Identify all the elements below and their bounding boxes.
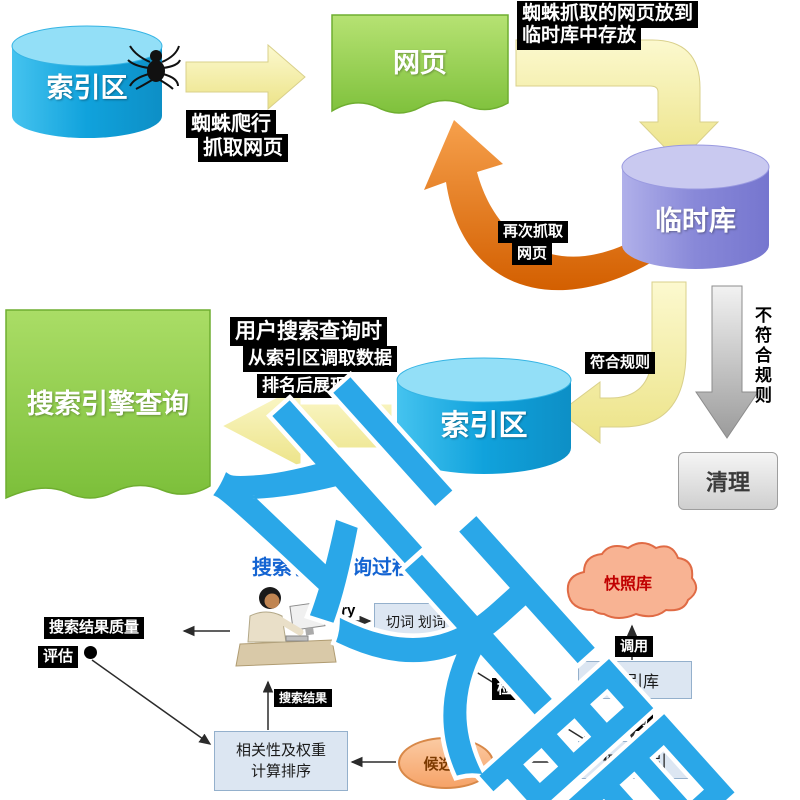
snapshot-cloud: 快照库 [558,538,698,626]
invoke-label: 调用 [615,636,653,657]
ranking-box: 相关性及权重 计算排序 [214,731,348,791]
query-text: Query [312,602,356,619]
cloud-shape [566,542,698,619]
mismatch-arrow [695,285,759,439]
ranking-label-line2: 计算排序 [250,763,311,780]
query-page-label: 搜索引擎查询 [27,389,189,419]
temp-cylinder: 临时库 [618,143,773,275]
inverted-index-box: 倒排索引 [578,741,692,779]
match-rule-label: 符合规则 [585,352,656,374]
result-label: 搜索结果 [274,689,333,708]
candidates-label: 候选集 [423,755,469,773]
segmentation-box: 切词 划词 [374,603,458,641]
store-arrow [515,39,720,163]
cylinder-shape [396,357,572,474]
index-cylinder-label: 索引区 [440,410,528,442]
serve-label-line3: 排名后展现 [257,374,352,399]
index-store-box: 索引库 [578,661,692,699]
crawl-label-line2: 抓取网页 [198,134,288,162]
temp-cylinder-label: 临时库 [655,206,736,236]
spider-icon [127,45,181,90]
inverted-index-label: 倒排索引 [602,754,667,771]
snapshot-label: 快照库 [603,576,652,593]
segmentation-label: 切词 划词 [386,614,446,630]
clean-box-label: 清理 [705,470,750,495]
retrieve-label: 检索 [492,678,533,700]
webpage-label: 网页 [393,48,447,78]
index-store-label: 索引库 [610,674,659,691]
page-shape [331,14,509,114]
recrawl-label-line1: 再次抓取 [498,221,569,243]
cylinder-shape [11,25,163,138]
index-cylinder: 索引区 [393,356,575,478]
recrawl-label-line2: 网页 [512,243,553,265]
query-page-shape: 搜索引擎查询 [4,308,212,513]
bullet-dot [84,646,97,659]
source-cylinder-label: 索引区 [46,73,128,103]
serve-label-line2: 从索引区调取数据 [243,346,397,372]
bottom-flow-title: 搜索引擎查询过程 [252,557,412,579]
match-arrow [559,281,687,445]
serve-label-line1: 用户搜索查询时 [230,317,387,347]
cylinder-shape [621,144,770,269]
webpage-shape: 网页 [330,13,510,128]
crawl-label-line1: 蜘蛛爬行 [186,110,276,138]
source-cylinder: 索引区 [8,24,166,142]
recrawl-arrow [424,120,652,291]
serve-arrow [216,380,395,472]
mismatch-rule-label: 不符合规则 [752,306,771,406]
connector-quality-to-ranking [91,659,212,745]
quality-label-line2: 评估 [38,646,79,668]
store-label-line2: 临时库中存放 [517,23,642,50]
lookup-label: 查询 [615,710,653,731]
candidates-ellipse: 候选集 [398,737,494,789]
user-computer-illustration [235,587,337,667]
quality-label-line1: 搜索结果质量 [44,617,145,639]
ranking-label-line1: 相关性及权重 [235,742,326,759]
crawl-arrow [185,43,306,111]
clean-box: 清理 [678,452,778,510]
page-shape [5,309,211,500]
